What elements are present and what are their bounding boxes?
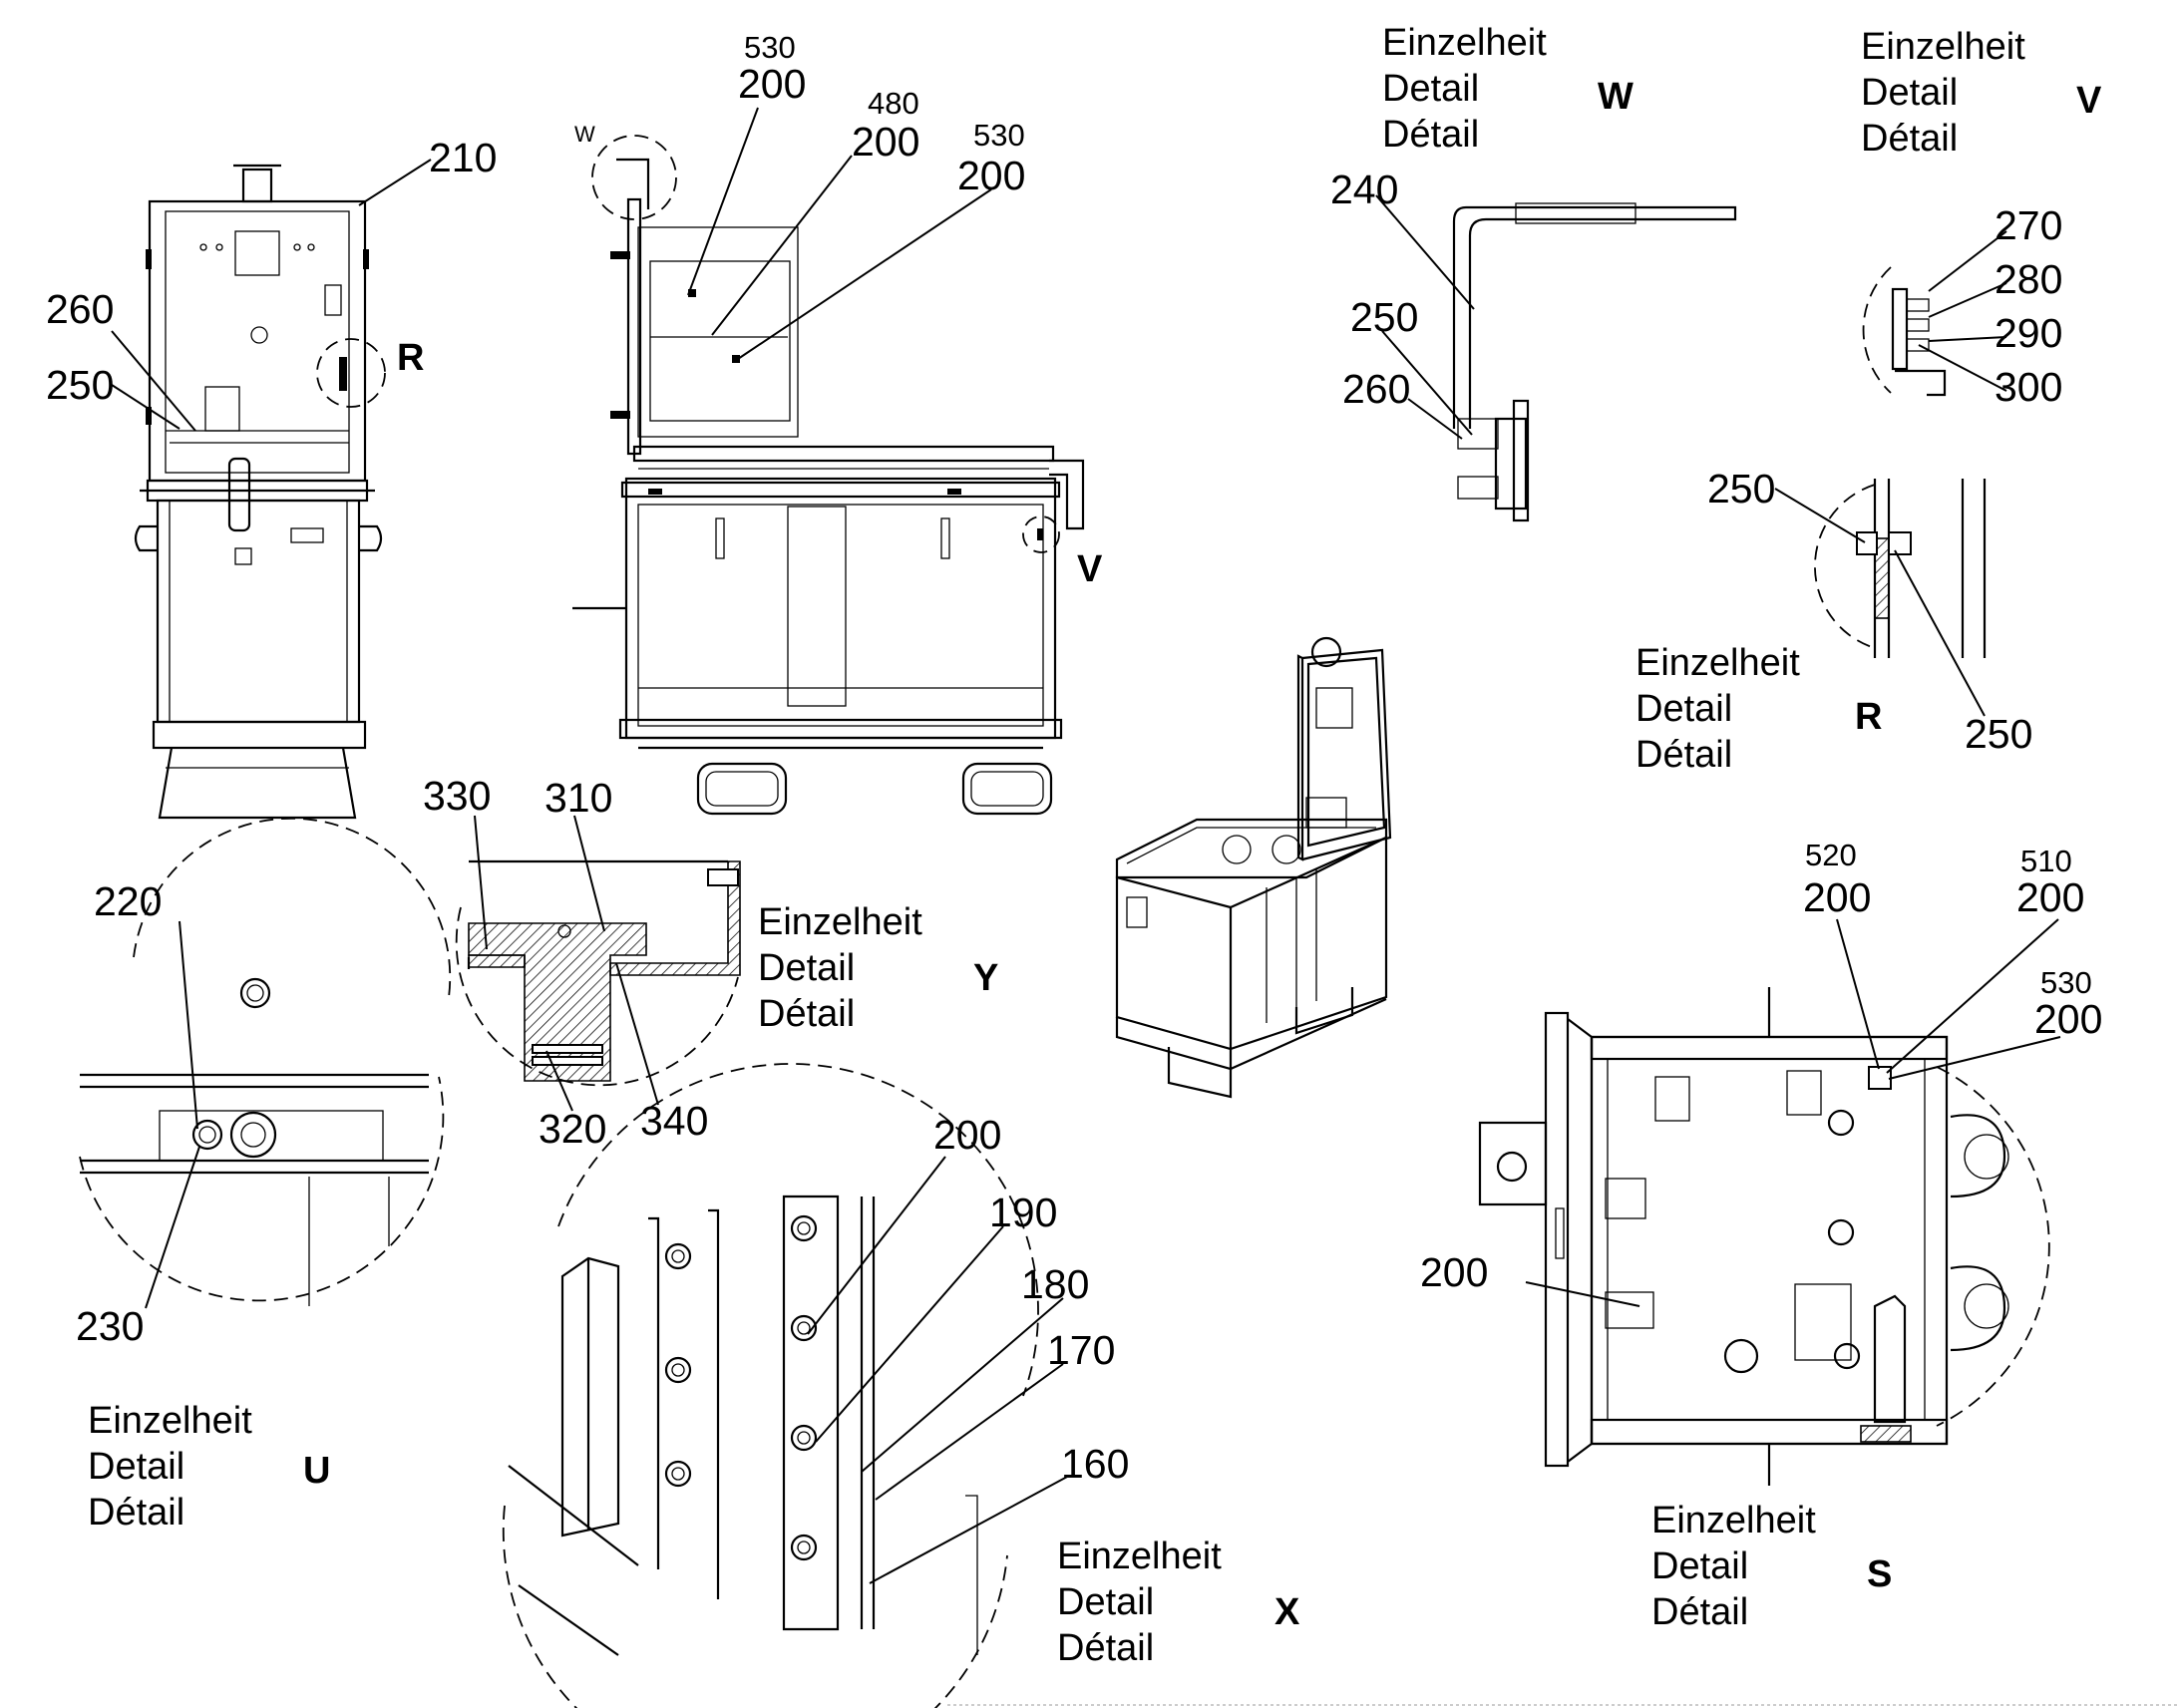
label-210: 210 [429,135,498,180]
side-label-top-1: 530 [744,30,796,65]
label-310: 310 [545,775,613,821]
s-label-bottom-3: 200 [2034,996,2103,1042]
detail-r-drawing [1814,479,1987,658]
label-200-s: 200 [1420,1249,1489,1295]
s-label-top-3: 530 [2040,965,2092,1000]
caption-detail-v: Einzelheit Detail Détail [1861,26,2025,160]
detail-marker-v: V [1077,548,1103,590]
label-250: 250 [46,362,115,408]
label-240: 240 [1330,167,1399,212]
label-250-r-1: 250 [1707,466,1776,512]
caption-detail-s: Einzelheit Detail Détail [1651,1500,1816,1633]
detail-v-drawing [1862,266,1947,397]
side-label-bottom-1: 200 [738,61,807,107]
detail-letter-v: V [2076,80,2102,122]
bolt-row [664,1214,818,1561]
label-230: 230 [76,1303,145,1349]
label-330: 330 [423,773,492,819]
detail-u-drawing [79,817,452,1306]
detail-letter-s: S [1867,1553,1893,1595]
label-250-r-2: 250 [1965,711,2033,757]
label-270: 270 [1995,202,2063,248]
label-290: 290 [1995,310,2063,356]
label-180: 180 [1021,1261,1090,1307]
caption-detail-y: Einzelheit Detail Détail [758,901,922,1035]
label-320: 320 [539,1106,607,1152]
label-280: 280 [1995,256,2063,302]
s-label-bottom-2: 200 [2016,874,2085,920]
caption-detail-r: Einzelheit Detail Détail [1635,642,1800,776]
detail-s-drawing [1478,987,2050,1486]
leader-lines [111,107,2061,1584]
label-170: 170 [1047,1327,1116,1373]
side-label-top-2: 480 [868,86,919,121]
label-190: 190 [989,1190,1058,1235]
caption-detail-u: Einzelheit Detail Détail [88,1400,252,1534]
detail-letter-x: X [1274,1591,1300,1633]
label-220: 220 [94,878,163,924]
detail-x-drawing [502,1063,1039,1708]
label-160: 160 [1061,1441,1130,1487]
caption-detail-w: Einzelheit Detail Détail [1382,22,1547,156]
label-340: 340 [640,1098,709,1144]
label-250-w: 250 [1350,294,1419,340]
s-label-top-2: 510 [2020,844,2072,878]
detail-w-drawing [1452,202,1737,522]
detail-letter-r: R [1855,696,1883,738]
detail-letter-y: Y [973,957,999,999]
side-label-bottom-3: 200 [957,153,1026,198]
s-label-bottom-1: 200 [1803,874,1872,920]
detail-letter-u: U [303,1450,331,1492]
detail-y-drawing [455,859,741,1087]
label-300: 300 [1995,364,2063,410]
label-200-x: 200 [933,1112,1002,1158]
caption-detail-x: Einzelheit Detail Détail [1057,1536,1222,1669]
label-260-w: 260 [1342,366,1411,412]
s-label-top-1: 520 [1805,838,1857,872]
detail-marker-r: R [397,337,425,379]
detail-letter-w: W [1598,76,1634,118]
side-label-bottom-2: 200 [852,119,920,165]
isometric-view [1115,636,1392,1099]
detail-marker-w-small: W [574,122,595,147]
side-view [572,135,1085,816]
front-view [134,164,386,820]
side-label-top-3: 530 [973,118,1025,153]
label-260: 260 [46,286,115,332]
